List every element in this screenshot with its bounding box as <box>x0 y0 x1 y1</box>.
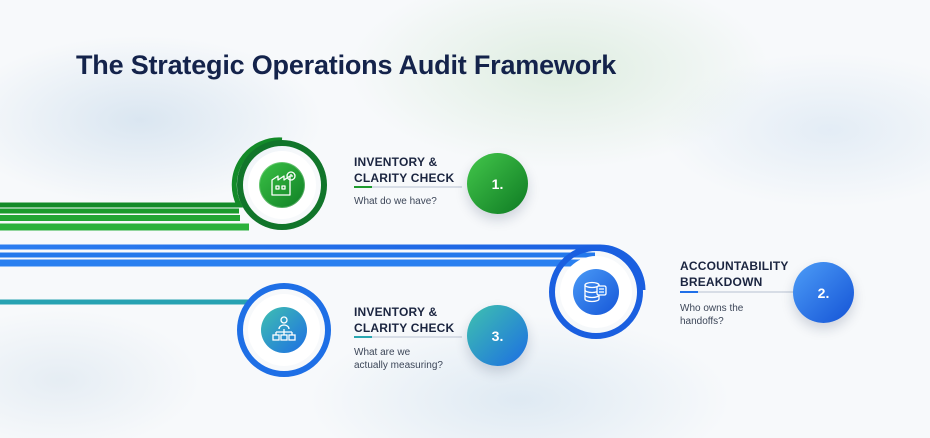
page-title: The Strategic Operations Audit Framework <box>76 50 617 80</box>
step-1-description: What do we have? <box>354 195 437 208</box>
step-1-badge: 1. <box>467 153 528 214</box>
step-2-title: ACCOUNTABILITY BREAKDOWN <box>680 258 789 290</box>
step-2-desc-line-1: Who owns the <box>680 303 744 314</box>
step-3-number: 3. <box>491 327 504 344</box>
step-2-badge: 2. <box>793 262 854 323</box>
step-3-title-line-1: INVENTORY & <box>354 305 438 319</box>
step-2-divider <box>680 291 795 293</box>
step-1-title-line-1: INVENTORY & <box>354 155 438 169</box>
step-3-desc-line-2: actually measuring? <box>354 360 443 371</box>
step-1-divider <box>354 186 462 188</box>
step-2-desc-line-2: handoffs? <box>680 316 724 327</box>
node-1 <box>237 140 327 230</box>
step-3-divider <box>354 336 462 338</box>
step-3-description: What are we actually measuring? <box>354 346 443 372</box>
teal-flow-band <box>0 284 280 305</box>
step-2-title-line-2: BREAKDOWN <box>680 275 763 289</box>
step-1-title: INVENTORY & CLARITY CHECK <box>354 154 454 186</box>
step-2-title-line-1: ACCOUNTABILITY <box>680 259 789 273</box>
step-3-badge: 3. <box>467 305 528 366</box>
step-1-number: 1. <box>491 175 504 192</box>
step-2-description: Who owns the handoffs? <box>680 302 743 328</box>
green-flow-band <box>0 137 283 231</box>
people-hierarchy-icon <box>272 316 296 341</box>
database-server-icon <box>584 281 607 303</box>
factory-icon <box>271 171 296 196</box>
step-3-desc-line-1: What are we <box>354 347 411 358</box>
step-3-title: INVENTORY & CLARITY CHECK <box>354 304 454 336</box>
blue-flow-band <box>0 244 646 291</box>
step-2-number: 2. <box>817 284 830 301</box>
step-3-title-line-2: CLARITY CHECK <box>354 321 455 335</box>
step-1-desc-line-1: What do we have? <box>354 196 437 207</box>
step-1-title-line-2: CLARITY CHECK <box>354 171 455 185</box>
